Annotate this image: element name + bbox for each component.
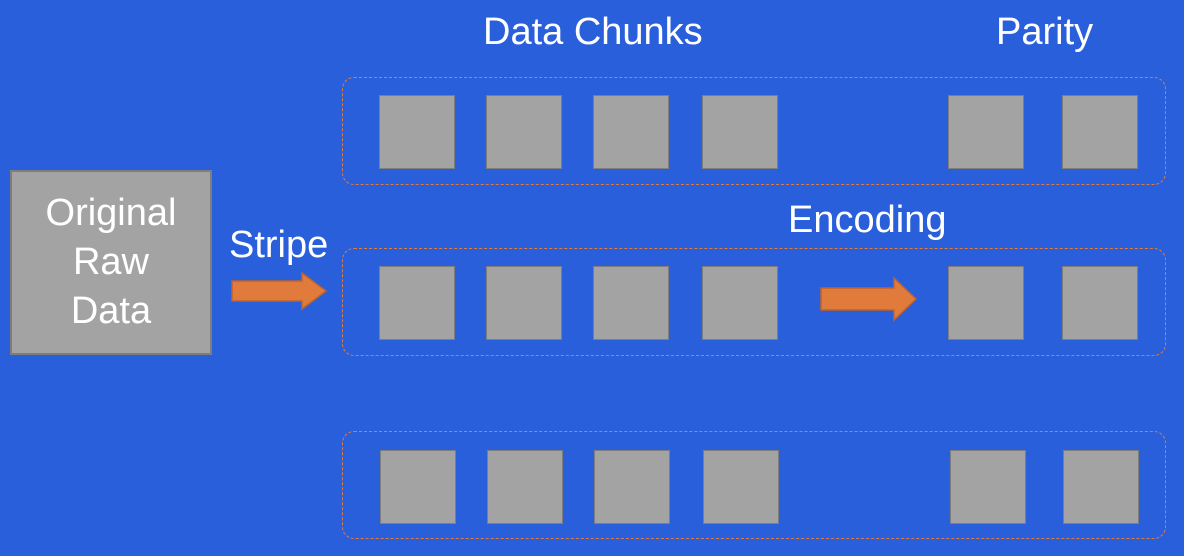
stripe-row [342, 248, 1166, 356]
data-chunk [379, 266, 455, 340]
stripe-row [342, 431, 1166, 539]
encoding-label: Encoding [788, 199, 947, 241]
parity-chunk [1062, 95, 1138, 169]
data-chunk [703, 450, 779, 524]
stripe-label: Stripe [229, 224, 329, 266]
raw-data-line: Data [70, 290, 152, 332]
raw-data-line: Raw [72, 241, 149, 283]
data-chunk [593, 95, 669, 169]
data-chunk [486, 95, 562, 169]
data-chunk [487, 450, 563, 524]
data-chunk [702, 266, 778, 340]
stripe-row [342, 77, 1166, 185]
data-chunks-label: Data Chunks [483, 11, 703, 53]
original-raw-data-block: Original Raw Data [10, 170, 212, 355]
data-chunk [379, 95, 455, 169]
parity-chunk [1063, 450, 1139, 524]
data-chunk [594, 450, 670, 524]
data-chunk [593, 266, 669, 340]
raw-data-line: Original [45, 192, 177, 234]
data-chunk [702, 95, 778, 169]
parity-chunk [950, 450, 1026, 524]
stripe-arrow-icon [231, 271, 328, 311]
data-chunk [486, 266, 562, 340]
parity-chunk [948, 266, 1024, 340]
data-chunk [380, 450, 456, 524]
parity-chunk [1062, 266, 1138, 340]
parity-chunk [948, 95, 1024, 169]
encoding-arrow-icon [820, 276, 918, 322]
parity-label: Parity [996, 11, 1094, 53]
